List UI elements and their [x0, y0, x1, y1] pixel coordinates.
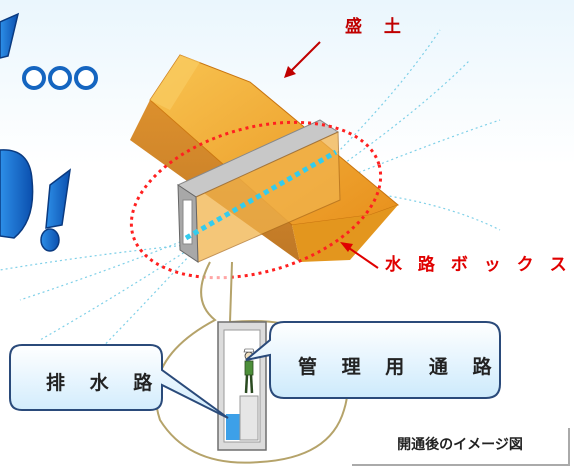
- arrow-down-left-icon: [284, 41, 321, 78]
- maintenance-path-bubble: [245, 321, 501, 399]
- culvert-box-label: 水 路 ボ ッ ク ス: [385, 255, 572, 275]
- drainage-bubble: [9, 344, 229, 419]
- image-caption: 開通後のイメージ図: [352, 428, 570, 466]
- water-icon: [226, 414, 240, 440]
- maintenance-path-label: 管 理 用 通 路: [298, 356, 501, 378]
- cross-section: [217, 321, 267, 451]
- culvert-box: [176, 119, 341, 263]
- highlight-ellipse: [129, 120, 383, 280]
- title-fragment: [0, 12, 98, 252]
- embankment-label: 盛 土: [345, 17, 409, 37]
- arrow-up-left-icon: [340, 242, 379, 269]
- drainage-label: 排 水 路: [46, 372, 162, 394]
